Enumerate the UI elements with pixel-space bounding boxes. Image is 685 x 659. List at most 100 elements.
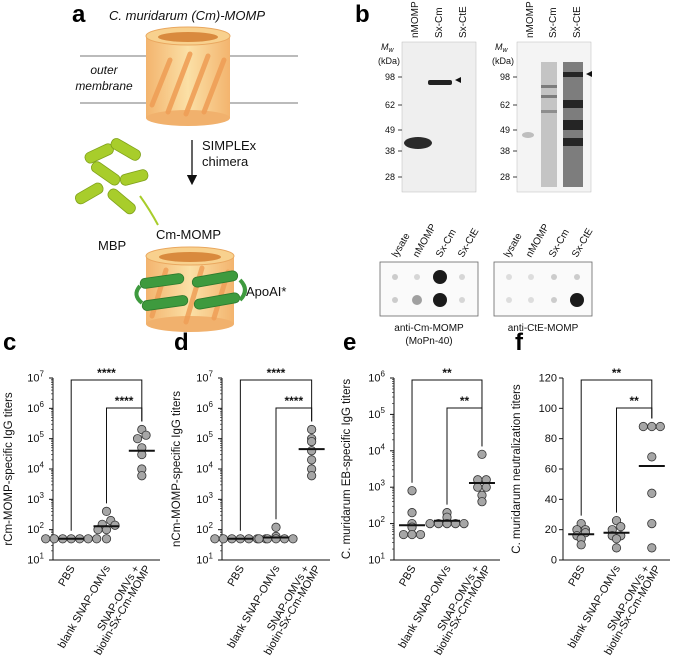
- mbp-protein: [74, 138, 159, 226]
- blot-left-arrowhead: [455, 77, 461, 83]
- blot-right-lane-2: Sx-Cm: [548, 7, 559, 38]
- chart-e-point: [459, 518, 469, 529]
- dotblot-right-lane-4: Sx-CtE: [570, 226, 596, 259]
- blot-left-mw-tick-label: 62: [385, 100, 395, 110]
- panel-label-e: e: [343, 329, 356, 356]
- chart-d-ytick-label: 102: [196, 521, 213, 536]
- blot-left-kda-label: (kDa): [378, 56, 400, 66]
- chart-f-point: [647, 488, 657, 498]
- blot-left-lane-2: Sx-Cm: [434, 7, 445, 38]
- blot-right-mw-tick-label: 98: [500, 72, 510, 82]
- barrel-bottom: [145, 246, 235, 332]
- mbp-label: MBP: [98, 238, 126, 253]
- chart-f-sig-bracket: [580, 379, 653, 516]
- chart-e-xlabel: PBS: [397, 564, 418, 589]
- dotblot-left-label-line1: anti-Cm-MOMP: [394, 323, 464, 334]
- blot-right-arrowhead: [586, 71, 592, 77]
- membrane-label-line2: membrane: [75, 79, 133, 93]
- chart-f-ytick-label: 80: [545, 433, 557, 445]
- blot-left-mw-label: Mw: [381, 42, 395, 54]
- dotblot-right-label: anti-CtE-MOMP: [508, 323, 579, 334]
- chart-e-point: [415, 529, 426, 540]
- chart-f-sig-bracket: [616, 407, 653, 513]
- chart-c-xlabel: PBS: [56, 564, 77, 589]
- chart-d-sig-bracket: [239, 379, 313, 531]
- chart-f-point: [647, 452, 657, 462]
- chart-d-point: [262, 534, 273, 544]
- panel-label-a: a: [72, 1, 86, 28]
- blot-right-band-nmomp: [522, 132, 534, 138]
- chart-f-sig-label: **: [612, 366, 622, 380]
- chart-c-point: [49, 534, 59, 544]
- chart-e-ytick-label: 102: [368, 515, 385, 530]
- arrow-label-line1: SIMPLEx: [202, 138, 257, 153]
- dotblot-right-lane-3: Sx-Cm: [547, 228, 572, 260]
- blot-left-lane-1: nMOMP: [410, 1, 421, 38]
- chart-d-ytick-label: 106: [196, 400, 213, 415]
- dotblot-left-membrane: [379, 261, 479, 317]
- chart-c-point: [41, 534, 51, 544]
- chart-d-ytick-label: 101: [196, 552, 213, 567]
- dotblot-left-lane-1: lysate: [390, 231, 413, 260]
- dotblot-left-label-line2: (MoPn-40): [405, 336, 452, 347]
- apoai-label: ApoAI*: [246, 284, 286, 299]
- chart-f-ytick-label: 40: [545, 494, 557, 506]
- dotblot-right: lysate nMOMP Sx-Cm Sx-CtE anti-CtE-MOMP: [493, 222, 596, 334]
- chart-d-ytick-label: 103: [196, 491, 213, 506]
- panel-a-title: C. muridarum (Cm)-MOMP: [109, 8, 265, 23]
- chart-e-ytick-label: 101: [368, 552, 385, 567]
- chart-f-sig-label: **: [629, 394, 639, 408]
- dotblot-left-lane-3: Sx-Cm: [434, 228, 459, 260]
- chart-c-point: [83, 534, 93, 544]
- chart-e-ytick-label: 104: [368, 442, 385, 457]
- chart-d-point: [210, 534, 220, 544]
- chart-c-ytick-label: 107: [27, 370, 44, 385]
- chart-f-point: [647, 421, 657, 432]
- chart-e-point: [398, 529, 409, 540]
- chart-c-sig-bracket: [106, 407, 143, 504]
- chart-d-point: [307, 471, 317, 481]
- chart-f-ytick-label: 60: [545, 464, 557, 476]
- chart-f-ytick-label: 100: [539, 403, 557, 415]
- chart-c-sig-label: ****: [97, 366, 116, 380]
- blot-right-mw-tick-label: 49: [500, 125, 510, 135]
- chart-e-sig-label: **: [442, 366, 452, 380]
- dotblot-right-lane-1: lysate: [502, 231, 525, 260]
- chart-f-point: [611, 534, 622, 544]
- dotblot-left-lane-4: Sx-CtE: [456, 226, 482, 259]
- chart-e-point: [473, 482, 483, 492]
- blot-left-mw-tick-label: 98: [385, 72, 395, 82]
- chart-c-sig-label: ****: [115, 394, 134, 408]
- blot-left-lane-3: Sx-CtE: [458, 6, 469, 38]
- chart-e-point: [407, 508, 417, 518]
- chart-d-ylabel: nCm-MOMP-specific IgG titers: [171, 391, 183, 547]
- chart-d-point: [288, 534, 298, 544]
- arrow-label-line2: chimera: [202, 154, 249, 169]
- chart-d-point: [307, 446, 317, 456]
- chart-c-ytick-label: 102: [27, 521, 44, 536]
- panel-label-f: f: [515, 329, 524, 356]
- chart-e-ylabel: C. muridarum EB-specific IgG titers: [341, 379, 353, 559]
- chart-d-point: [307, 424, 317, 435]
- blot-left-mw-tick-label: 38: [385, 146, 395, 156]
- chart-f-point: [647, 518, 657, 529]
- blot-right-lane-3: Sx-CtE: [572, 6, 583, 38]
- panel-a-schematic: C. muridarum (Cm)-MOMP outer membrane SI…: [74, 8, 298, 332]
- chart-c-ytick-label: 101: [27, 552, 44, 567]
- chart-f-point: [638, 421, 648, 432]
- chart-e-sig-bracket: [446, 407, 483, 505]
- chart-d-point: [218, 534, 228, 544]
- chart-f-ylabel: C. muridarum neutralization titers: [511, 384, 523, 554]
- dotblot-left: lysate nMOMP Sx-Cm Sx-CtE anti-Cm-MOMP (…: [379, 222, 482, 347]
- chart-c-ytick-label: 105: [27, 430, 44, 445]
- chart-e-point: [481, 482, 491, 492]
- chart-e-sig-label: **: [460, 394, 470, 408]
- blot-right-kda-label: (kDa): [492, 56, 514, 66]
- blot-right-mw-label: Mw: [495, 42, 509, 54]
- chart-d-ytick-label: 104: [196, 461, 213, 476]
